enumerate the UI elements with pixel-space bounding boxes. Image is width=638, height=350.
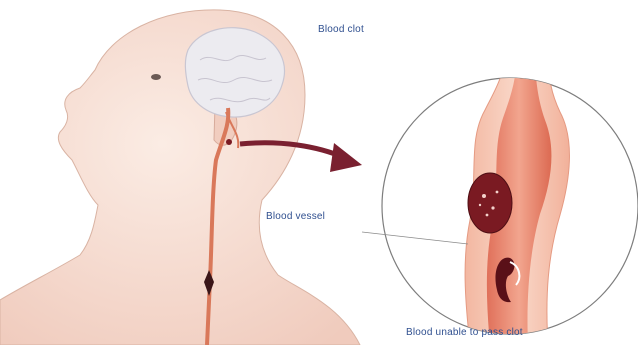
brain xyxy=(185,28,284,117)
magnified-view xyxy=(362,50,638,345)
head-silhouette xyxy=(0,10,360,345)
label-blood-unable-to-pass: Blood unable to pass clot xyxy=(406,327,523,338)
human-head-figure xyxy=(0,10,360,345)
label-blood-vessel: Blood vessel xyxy=(266,211,325,222)
label-blood-clot: Blood clot xyxy=(318,24,364,35)
eye xyxy=(151,74,161,80)
blood-clot xyxy=(468,173,512,233)
